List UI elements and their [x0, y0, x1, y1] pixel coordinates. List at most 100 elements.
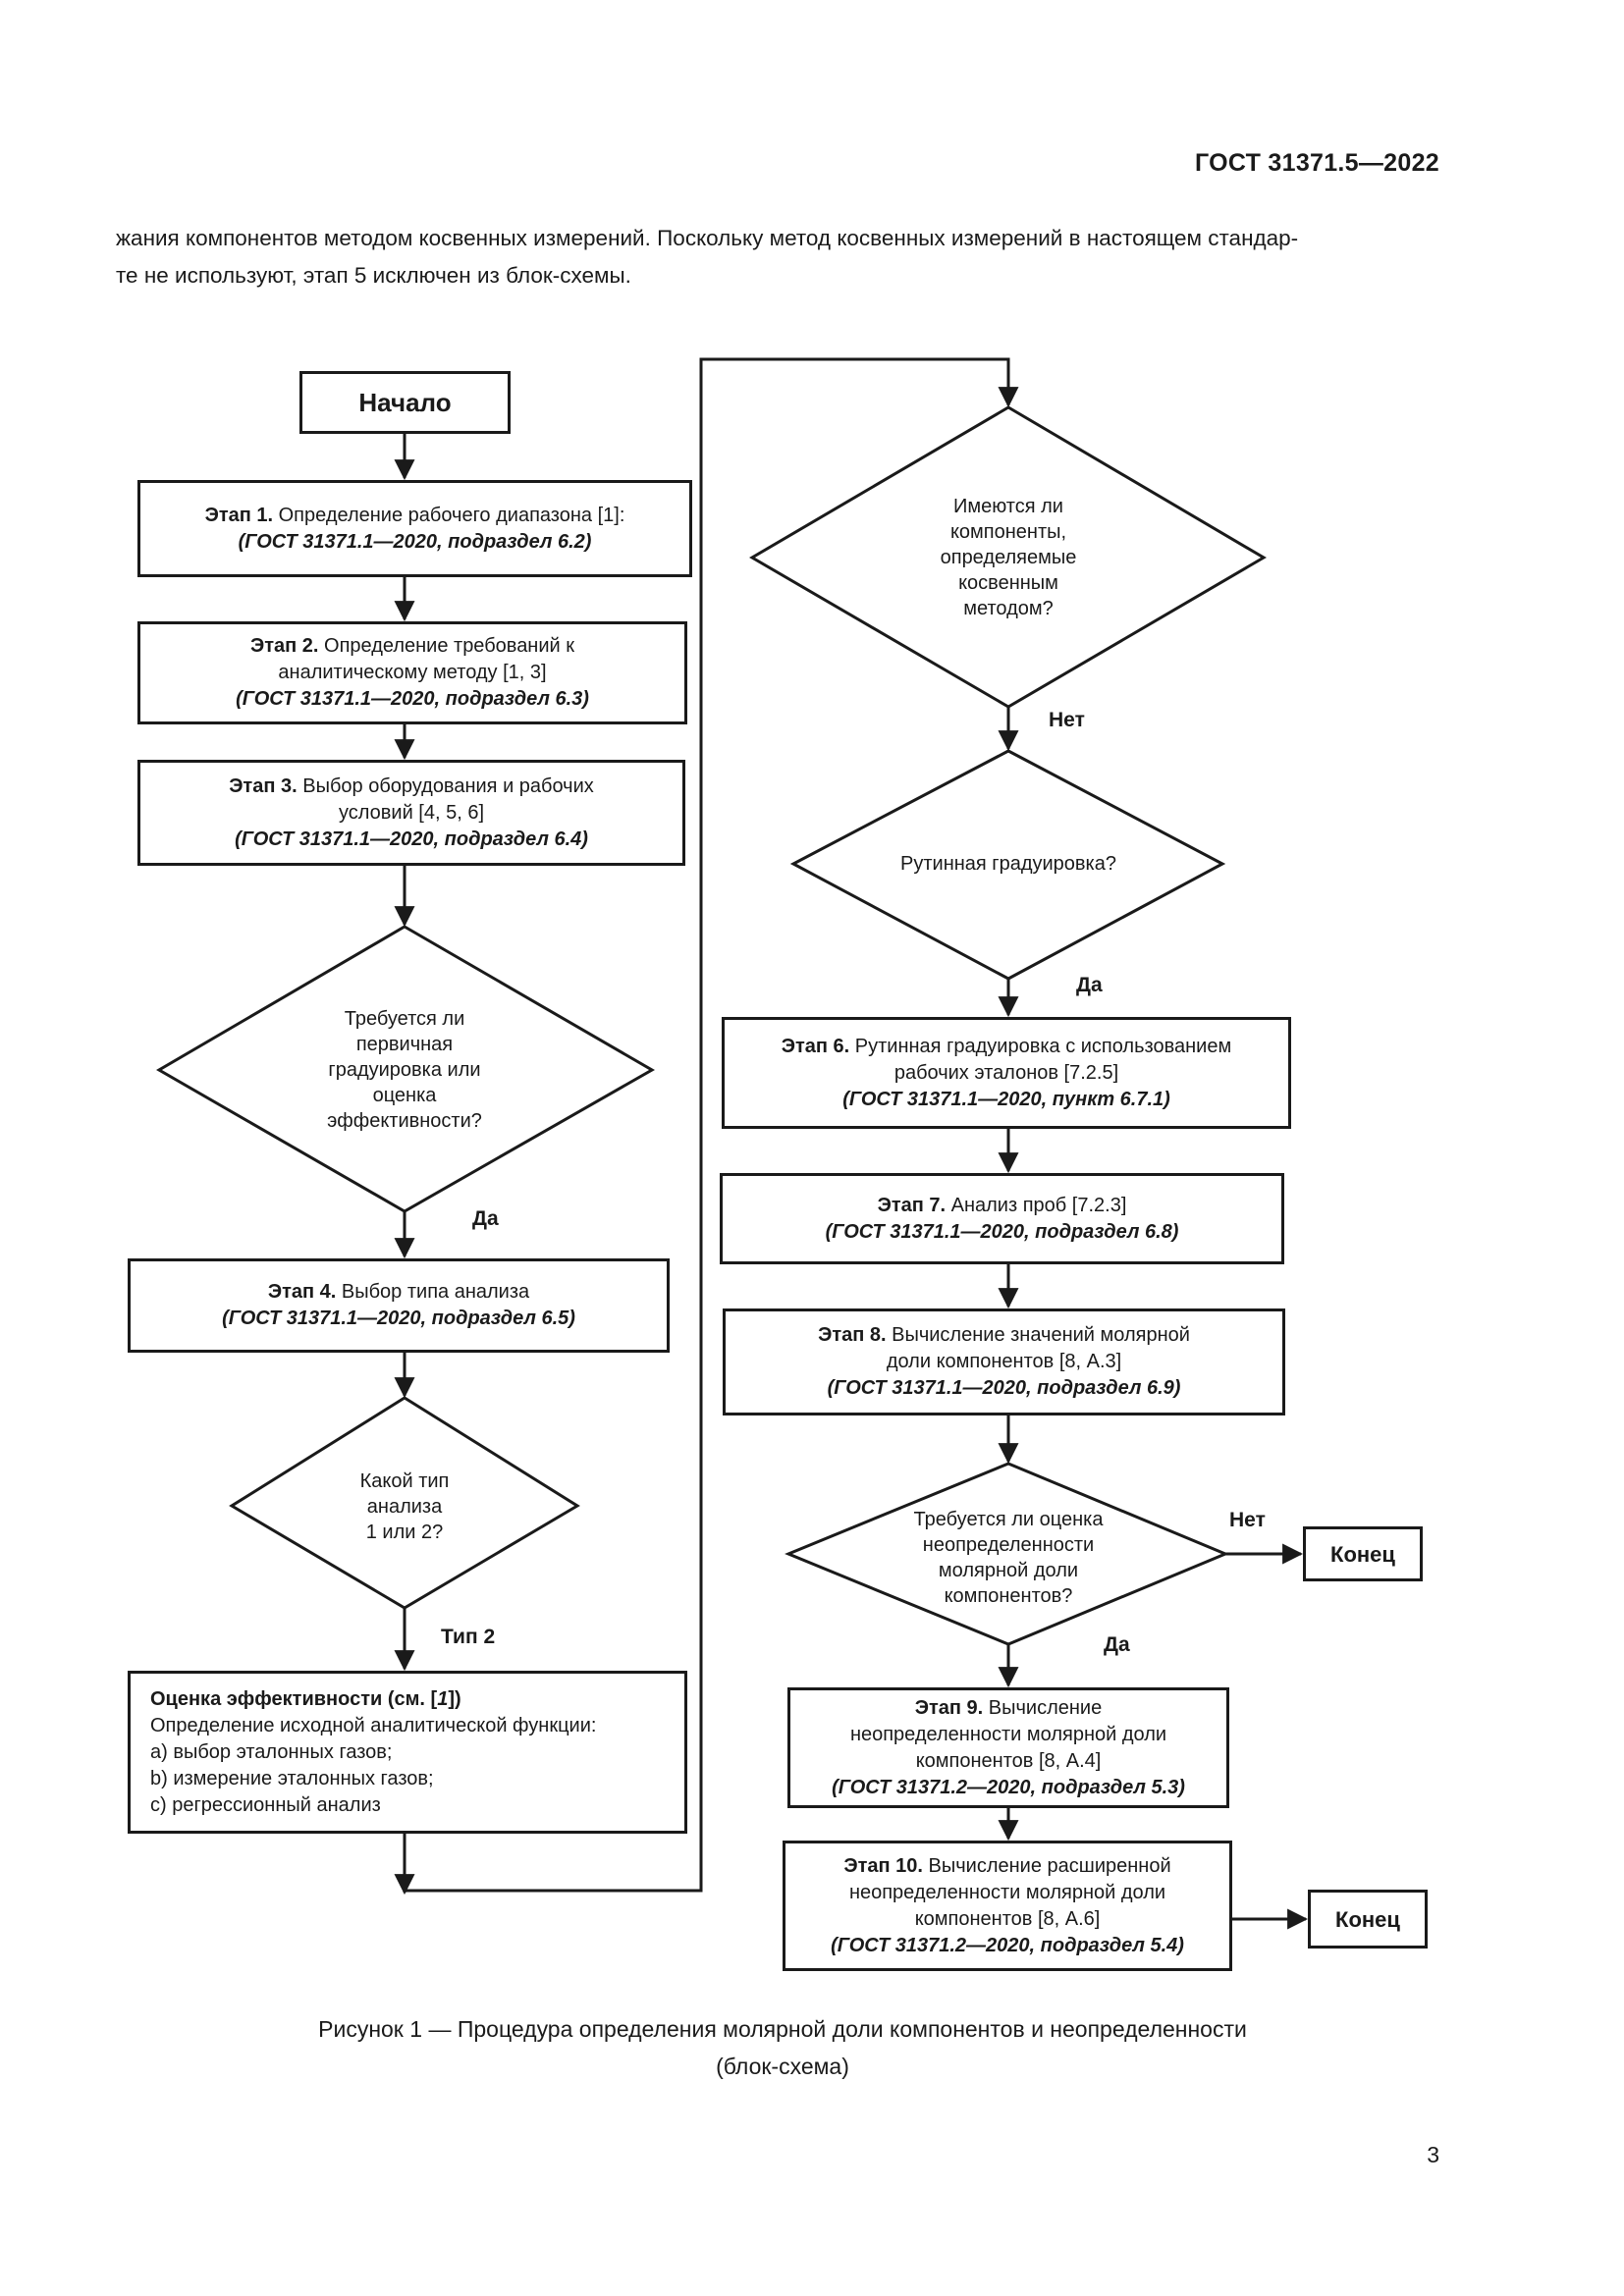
step10-title: Этап 10.	[843, 1854, 923, 1877]
step2-text2: аналитическому методу [1, 3]	[278, 662, 547, 683]
step2-text1: Определение требований к	[324, 635, 575, 657]
step10-ref: (ГОСТ 31371.2—2020, подраздел 5.4)	[831, 1934, 1184, 1956]
decision3-line4: косвенным	[958, 572, 1058, 594]
step1-ref: (ГОСТ 31371.1—2020, подраздел 6.2)	[238, 530, 592, 553]
step3-ref: (ГОСТ 31371.1—2020, подраздел 6.4)	[235, 828, 588, 850]
decision4-text: Рутинная градуировка?	[851, 844, 1165, 883]
step4-ref: (ГОСТ 31371.1—2020, подраздел 6.5)	[222, 1308, 575, 1329]
step9-text2: неопределенности молярной доли	[849, 1723, 1167, 1745]
evaluation-line3: b) измерение эталонных газов;	[150, 1767, 434, 1789]
step10-text2: неопределенности молярной доли	[848, 1881, 1166, 1903]
intro-paragraph: жания компонентов методом косвенных изме…	[116, 220, 1443, 294]
start-label: Начало	[358, 387, 452, 417]
figure-caption: Рисунок 1 — Процедура определения молярн…	[0, 2010, 1565, 2085]
step9-text1: Вычисление	[988, 1696, 1103, 1719]
step10-box: Этап 10. Вычисление расширенной неопреде…	[783, 1841, 1232, 1971]
step6-box: Этап 6. Рутинная градуировка с использов…	[722, 1017, 1291, 1129]
step10-text3: компонентов [8, А.6]	[914, 1907, 1101, 1930]
caption-line-2: (блок-схема)	[716, 2054, 849, 2079]
step8-ref: (ГОСТ 31371.1—2020, подраздел 6.9)	[827, 1377, 1181, 1399]
step4-title: Этап 4.	[267, 1281, 337, 1303]
decision-diamond-2	[229, 1396, 580, 1610]
decision2-line2: анализа	[366, 1496, 443, 1518]
document-id: ГОСТ 31371.5—2022	[1194, 149, 1439, 177]
decision1-line4: оценка	[372, 1085, 437, 1106]
label-yes-1: Да	[472, 1207, 499, 1230]
step2-title: Этап 2.	[249, 635, 319, 657]
step2-box: Этап 2. Определение требований к аналити…	[137, 621, 687, 724]
step3-text1: Выбор оборудования и рабочих	[302, 774, 594, 797]
decision4-line1: Рутинная градуировка?	[900, 853, 1116, 875]
end-label-1: Конец	[1330, 1541, 1395, 1567]
end-box-1: Конец	[1303, 1526, 1423, 1581]
step9-title: Этап 9.	[914, 1696, 984, 1719]
intro-line-2: те не используют, этап 5 исключен из бло…	[116, 263, 631, 288]
decision2-line1: Какой тип	[359, 1470, 450, 1492]
decision-diamond-1	[156, 925, 656, 1213]
evaluation-title-post: ])	[448, 1687, 461, 1710]
evaluation-line4: c) регрессионный анализ	[150, 1793, 381, 1816]
decision2-text: Какой тип анализа 1 или 2?	[297, 1463, 513, 1551]
decision5-line2: неопределенности	[922, 1534, 1095, 1556]
decision3-line5: методом?	[963, 598, 1054, 619]
evaluation-title-ref: 1	[437, 1687, 449, 1710]
step6-title: Этап 6.	[781, 1035, 850, 1057]
step9-box: Этап 9. Вычисление неопределенности моля…	[787, 1687, 1229, 1808]
decision5-line3: молярной доли	[938, 1560, 1079, 1581]
evaluation-line1: Определение исходной аналитической функц…	[150, 1714, 597, 1736]
label-type-2: Тип 2	[441, 1626, 496, 1648]
decision3-line2: компоненты,	[949, 521, 1067, 543]
start-box: Начало	[299, 371, 511, 434]
evaluation-box: Оценка эффективности (см. [1]) Определен…	[128, 1671, 687, 1834]
end-label-2: Конец	[1335, 1906, 1400, 1932]
step4-box: Этап 4. Выбор типа анализа (ГОСТ 31371.1…	[128, 1258, 670, 1353]
caption-line-1: Рисунок 1 — Процедура определения молярн…	[318, 2016, 1247, 2042]
page-number: 3	[1427, 2142, 1439, 2167]
end-box-2: Конец	[1308, 1890, 1428, 1949]
step8-title: Этап 8.	[818, 1324, 887, 1346]
step6-text1: Рутинная градуировка с использованием	[854, 1035, 1232, 1057]
step3-box: Этап 3. Выбор оборудования и рабочих усл…	[137, 760, 685, 866]
decision1-line1: Требуется ли	[344, 1008, 465, 1030]
decision3-line1: Имеются ли	[953, 496, 1063, 517]
decision-diamond-3	[749, 405, 1267, 709]
decision3-line3: определяемые	[940, 547, 1077, 568]
decision1-line3: градуировка или	[328, 1059, 481, 1081]
decision1-line5: эффективности?	[327, 1110, 482, 1132]
step7-ref: (ГОСТ 31371.1—2020, подраздел 6.8)	[825, 1220, 1179, 1243]
step1-box: Этап 1. Определение рабочего диапазона […	[137, 480, 692, 577]
decision5-line4: компонентов?	[944, 1585, 1073, 1607]
step2-ref: (ГОСТ 31371.1—2020, подраздел 6.3)	[236, 688, 589, 710]
decision5-line1: Требуется ли оценка	[913, 1509, 1104, 1530]
intro-line-1: жания компонентов методом косвенных изме…	[116, 226, 1299, 250]
step1-text: Определение рабочего диапазона [1]:	[278, 504, 625, 526]
label-no-1: Нет	[1049, 709, 1085, 731]
decision-diamond-5	[785, 1462, 1229, 1646]
label-yes-3: Да	[1104, 1633, 1130, 1656]
step1-title: Этап 1.	[204, 504, 274, 526]
label-yes-2: Да	[1076, 974, 1103, 996]
step3-title: Этап 3.	[229, 774, 298, 797]
decision-diamond-4	[789, 749, 1226, 981]
decision1-text: Требуется ли первичная градуировка или о…	[257, 987, 552, 1153]
step8-text2: доли компонентов [8, А.3]	[886, 1351, 1122, 1372]
decision2-line3: 1 или 2?	[365, 1522, 444, 1543]
step9-ref: (ГОСТ 31371.2—2020, подраздел 5.3)	[832, 1776, 1185, 1798]
evaluation-line2: a) выбор эталонных газов;	[150, 1740, 393, 1763]
evaluation-title-pre: Оценка эффективности (см. [	[150, 1687, 438, 1710]
decision3-text: Имеются ли компоненты, определяемые косв…	[871, 489, 1146, 626]
decision1-line2: первичная	[355, 1034, 454, 1055]
step6-ref: (ГОСТ 31371.1—2020, пункт 6.7.1)	[842, 1088, 1170, 1110]
step8-text1: Вычисление значений молярной	[892, 1324, 1190, 1346]
step9-text3: компонентов [8, А.4]	[915, 1749, 1102, 1772]
step7-text: Анализ проб [7.2.3]	[950, 1194, 1127, 1216]
connector-loop	[405, 357, 1019, 1893]
label-no-2: Нет	[1229, 1509, 1266, 1531]
step7-title: Этап 7.	[877, 1194, 947, 1216]
step8-box: Этап 8. Вычисление значений молярной дол…	[723, 1308, 1285, 1415]
step6-text2: рабочих эталонов [7.2.5]	[893, 1061, 1119, 1084]
step10-text1: Вычисление расширенной	[928, 1854, 1171, 1877]
step7-box: Этап 7. Анализ проб [7.2.3] (ГОСТ 31371.…	[720, 1173, 1284, 1264]
step4-text: Выбор типа анализа	[341, 1281, 530, 1303]
